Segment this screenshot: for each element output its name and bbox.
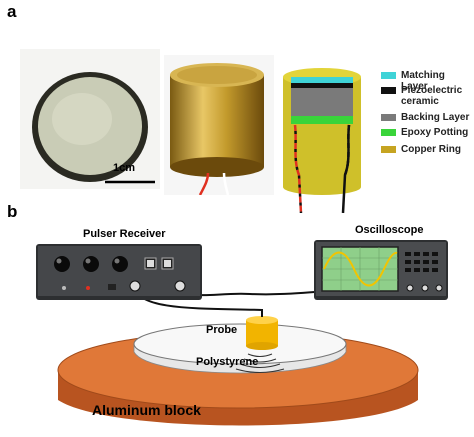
legend-label: Backing Layer xyxy=(401,112,470,123)
probe-schematic xyxy=(283,68,361,213)
legend-item: Matching Layer xyxy=(381,70,474,92)
pulser-receiver-label: Pulser Receiver xyxy=(83,228,166,240)
pulser-receiver-device xyxy=(36,244,202,300)
sine-wave xyxy=(323,251,398,287)
ceramic-disc-photo xyxy=(20,49,160,189)
legend-item: Copper Ring xyxy=(381,144,461,155)
legend-label: Epoxy Potting xyxy=(401,127,469,138)
legend-swatch xyxy=(381,72,396,79)
panel-b-letter: b xyxy=(7,202,18,221)
legend-item: Backing Layer xyxy=(381,112,469,123)
aluminum-block-label: Aluminum block xyxy=(92,402,201,418)
legend-label: Matching Layer xyxy=(401,70,445,92)
ultrasound-waves xyxy=(235,353,285,374)
legend-item: Epoxy Potting xyxy=(381,127,468,138)
probe-body xyxy=(246,320,278,346)
oscilloscope-device xyxy=(314,240,448,300)
legend-swatch xyxy=(381,87,396,94)
oscilloscope-label: Oscilloscope xyxy=(355,224,424,236)
copper-probe-photo xyxy=(164,55,274,195)
legend-swatch xyxy=(381,146,396,153)
legend-item: Piezoelectric ceramic xyxy=(381,85,462,107)
experimental-setup xyxy=(36,240,448,426)
panel-a-letter: a xyxy=(7,2,17,21)
polystyrene-label: Polystyrene xyxy=(196,356,259,368)
legend-label: Copper Ring xyxy=(401,144,461,155)
legend-label: Piezoelectric ceramic xyxy=(401,85,463,107)
scale-bar-label: 1cm xyxy=(113,162,136,174)
legend-swatch xyxy=(381,129,396,136)
probe-label: Probe xyxy=(206,324,238,336)
legend-swatch xyxy=(381,114,396,121)
